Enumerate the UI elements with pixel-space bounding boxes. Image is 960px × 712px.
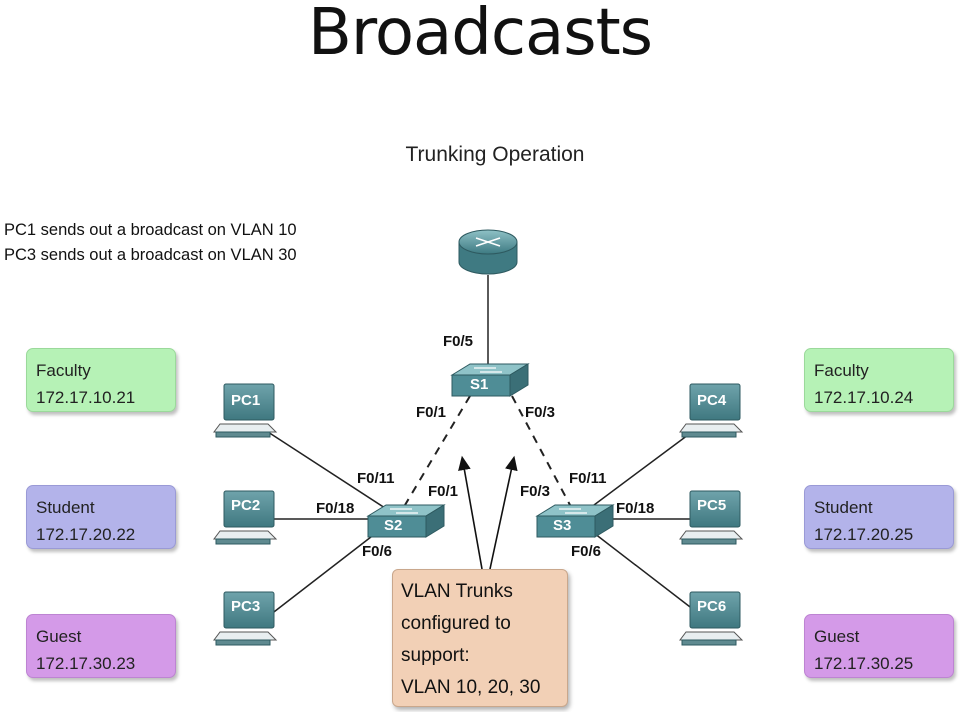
note-pc1-broadcast: PC1 sends out a broadcast on VLAN 10	[4, 221, 297, 239]
note-pc3-broadcast: PC3 sends out a broadcast on VLAN 30	[4, 246, 297, 264]
port-label-s2-f0-1: F0/1	[428, 483, 459, 500]
s2-label: S2	[384, 517, 403, 534]
vlan-trunks-callout: VLAN Trunks configured to support: VLAN …	[392, 569, 568, 707]
link-pc4-s3	[589, 431, 693, 509]
port-label-s2-f0-18: F0/18	[316, 500, 355, 517]
vlan-box-faculty-left: Faculty 172.17.10.21	[26, 348, 176, 412]
pc3-label: PC3	[231, 598, 261, 615]
arrow-to-s3-trunk	[489, 455, 518, 570]
vlan-name: Faculty	[814, 361, 869, 380]
vlan-box-faculty-right: Faculty 172.17.10.24	[804, 348, 954, 412]
pc6-icon	[679, 591, 744, 646]
vlan-name: Student	[36, 498, 95, 517]
vlan-name: Faculty	[36, 361, 91, 380]
vlan-box-student-right: Student 172.17.20.25	[804, 485, 954, 549]
arrow-to-s2-trunk	[458, 455, 483, 570]
vlan-ip: 172.17.20.22	[36, 525, 136, 544]
port-label-s3-f0-6: F0/6	[571, 543, 602, 560]
vlan-ip: 172.17.30.25	[814, 654, 914, 673]
trunk-s1-s3	[511, 395, 571, 506]
pc2-label: PC2	[231, 497, 261, 514]
port-label-s2-f0-11: F0/11	[357, 470, 395, 487]
link-pc1-s2	[267, 431, 386, 509]
pc1-icon	[213, 383, 278, 438]
callout-line: VLAN Trunks	[401, 581, 513, 602]
pc6-label: PC6	[697, 598, 727, 615]
pc1-label: PC1	[231, 392, 261, 409]
pc2-icon	[213, 490, 278, 545]
switch-s2-icon	[366, 504, 446, 538]
pc5-label: PC5	[697, 497, 727, 514]
trunk-links	[404, 395, 571, 506]
port-label-f0-5: F0/5	[443, 333, 474, 350]
port-label-s3-f0-18: F0/18	[616, 500, 655, 517]
port-label-s1-f0-3: F0/3	[525, 404, 556, 421]
callout-arrows	[458, 455, 518, 570]
pc5-icon	[679, 490, 744, 545]
switch-s3-icon	[535, 504, 615, 538]
diagram-title: Trunking Operation	[405, 143, 585, 166]
port-label-s1-f0-1: F0/1	[416, 404, 447, 421]
trunk-s1-s2	[404, 395, 471, 506]
port-label-s2-f0-6: F0/6	[362, 543, 393, 560]
link-pc6-s3	[589, 529, 695, 611]
port-label-s3-f0-11: F0/11	[569, 470, 607, 487]
links	[267, 275, 696, 616]
router-icon	[458, 229, 518, 275]
switch-s1-icon	[450, 363, 530, 397]
pc4-label: PC4	[697, 392, 727, 409]
vlan-box-guest-right: Guest 172.17.30.25	[804, 614, 954, 678]
vlan-ip: 172.17.10.24	[814, 388, 914, 407]
vlan-ip: 172.17.20.25	[814, 525, 914, 544]
vlan-name: Guest	[36, 627, 82, 646]
vlan-ip: 172.17.30.23	[36, 654, 136, 673]
s1-label: S1	[470, 376, 489, 393]
link-pc3-s2	[269, 529, 381, 616]
vlan-name: Guest	[814, 627, 860, 646]
s3-label: S3	[553, 517, 572, 534]
vlan-box-student-left: Student 172.17.20.22	[26, 485, 176, 549]
slide-title: Broadcasts	[308, 0, 653, 70]
port-label-s3-f0-3: F0/3	[520, 483, 551, 500]
pc4-icon	[679, 383, 744, 438]
vlan-box-guest-left: Guest 172.17.30.23	[26, 614, 176, 678]
pc3-icon	[213, 591, 278, 646]
callout-line: configured to	[401, 613, 511, 634]
callout-line: support:	[401, 645, 470, 666]
vlan-name: Student	[814, 498, 873, 517]
vlan-ip: 172.17.10.21	[36, 388, 136, 407]
callout-line: VLAN 10, 20, 30	[401, 677, 541, 698]
